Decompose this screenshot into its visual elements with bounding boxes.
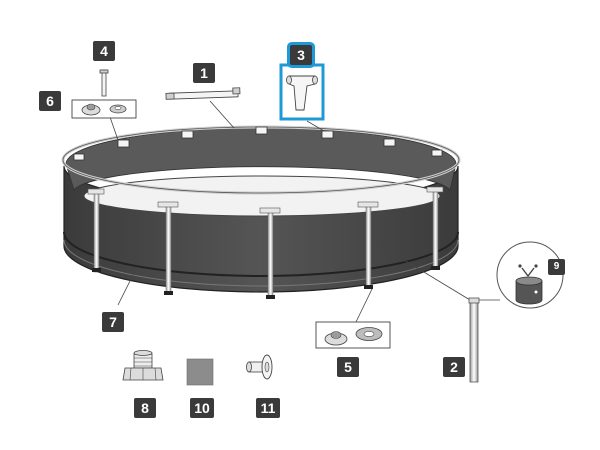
- part-label-3: 3: [290, 45, 312, 65]
- part-label-9: 9: [548, 259, 565, 275]
- part-label-10: 10: [190, 398, 214, 418]
- part-4-pin: [99, 69, 109, 97]
- part-6-valves: [71, 99, 137, 119]
- part-label-8: 8: [134, 398, 156, 418]
- part-5-valves: [315, 321, 391, 349]
- part-label-11: 11: [256, 398, 280, 418]
- part-10-patch: [186, 358, 214, 386]
- pool-rail-joints: [73, 126, 443, 161]
- pool: [61, 125, 461, 299]
- part-3-t-joint: [279, 63, 325, 121]
- pool-legs: [87, 186, 444, 299]
- part-label-5: 5: [337, 357, 359, 377]
- part-label-7: 7: [102, 312, 124, 332]
- part-label-1: 1: [193, 63, 215, 83]
- part-label-6: 6: [39, 91, 61, 111]
- part-1-top-rail: [165, 87, 241, 100]
- part-9-detail: [496, 241, 564, 309]
- part-label-2: 2: [443, 357, 465, 377]
- part-8-connector: [122, 350, 164, 381]
- part-2-leg: [468, 297, 480, 383]
- part-label-4: 4: [93, 41, 115, 61]
- part-11-plug: [246, 354, 273, 380]
